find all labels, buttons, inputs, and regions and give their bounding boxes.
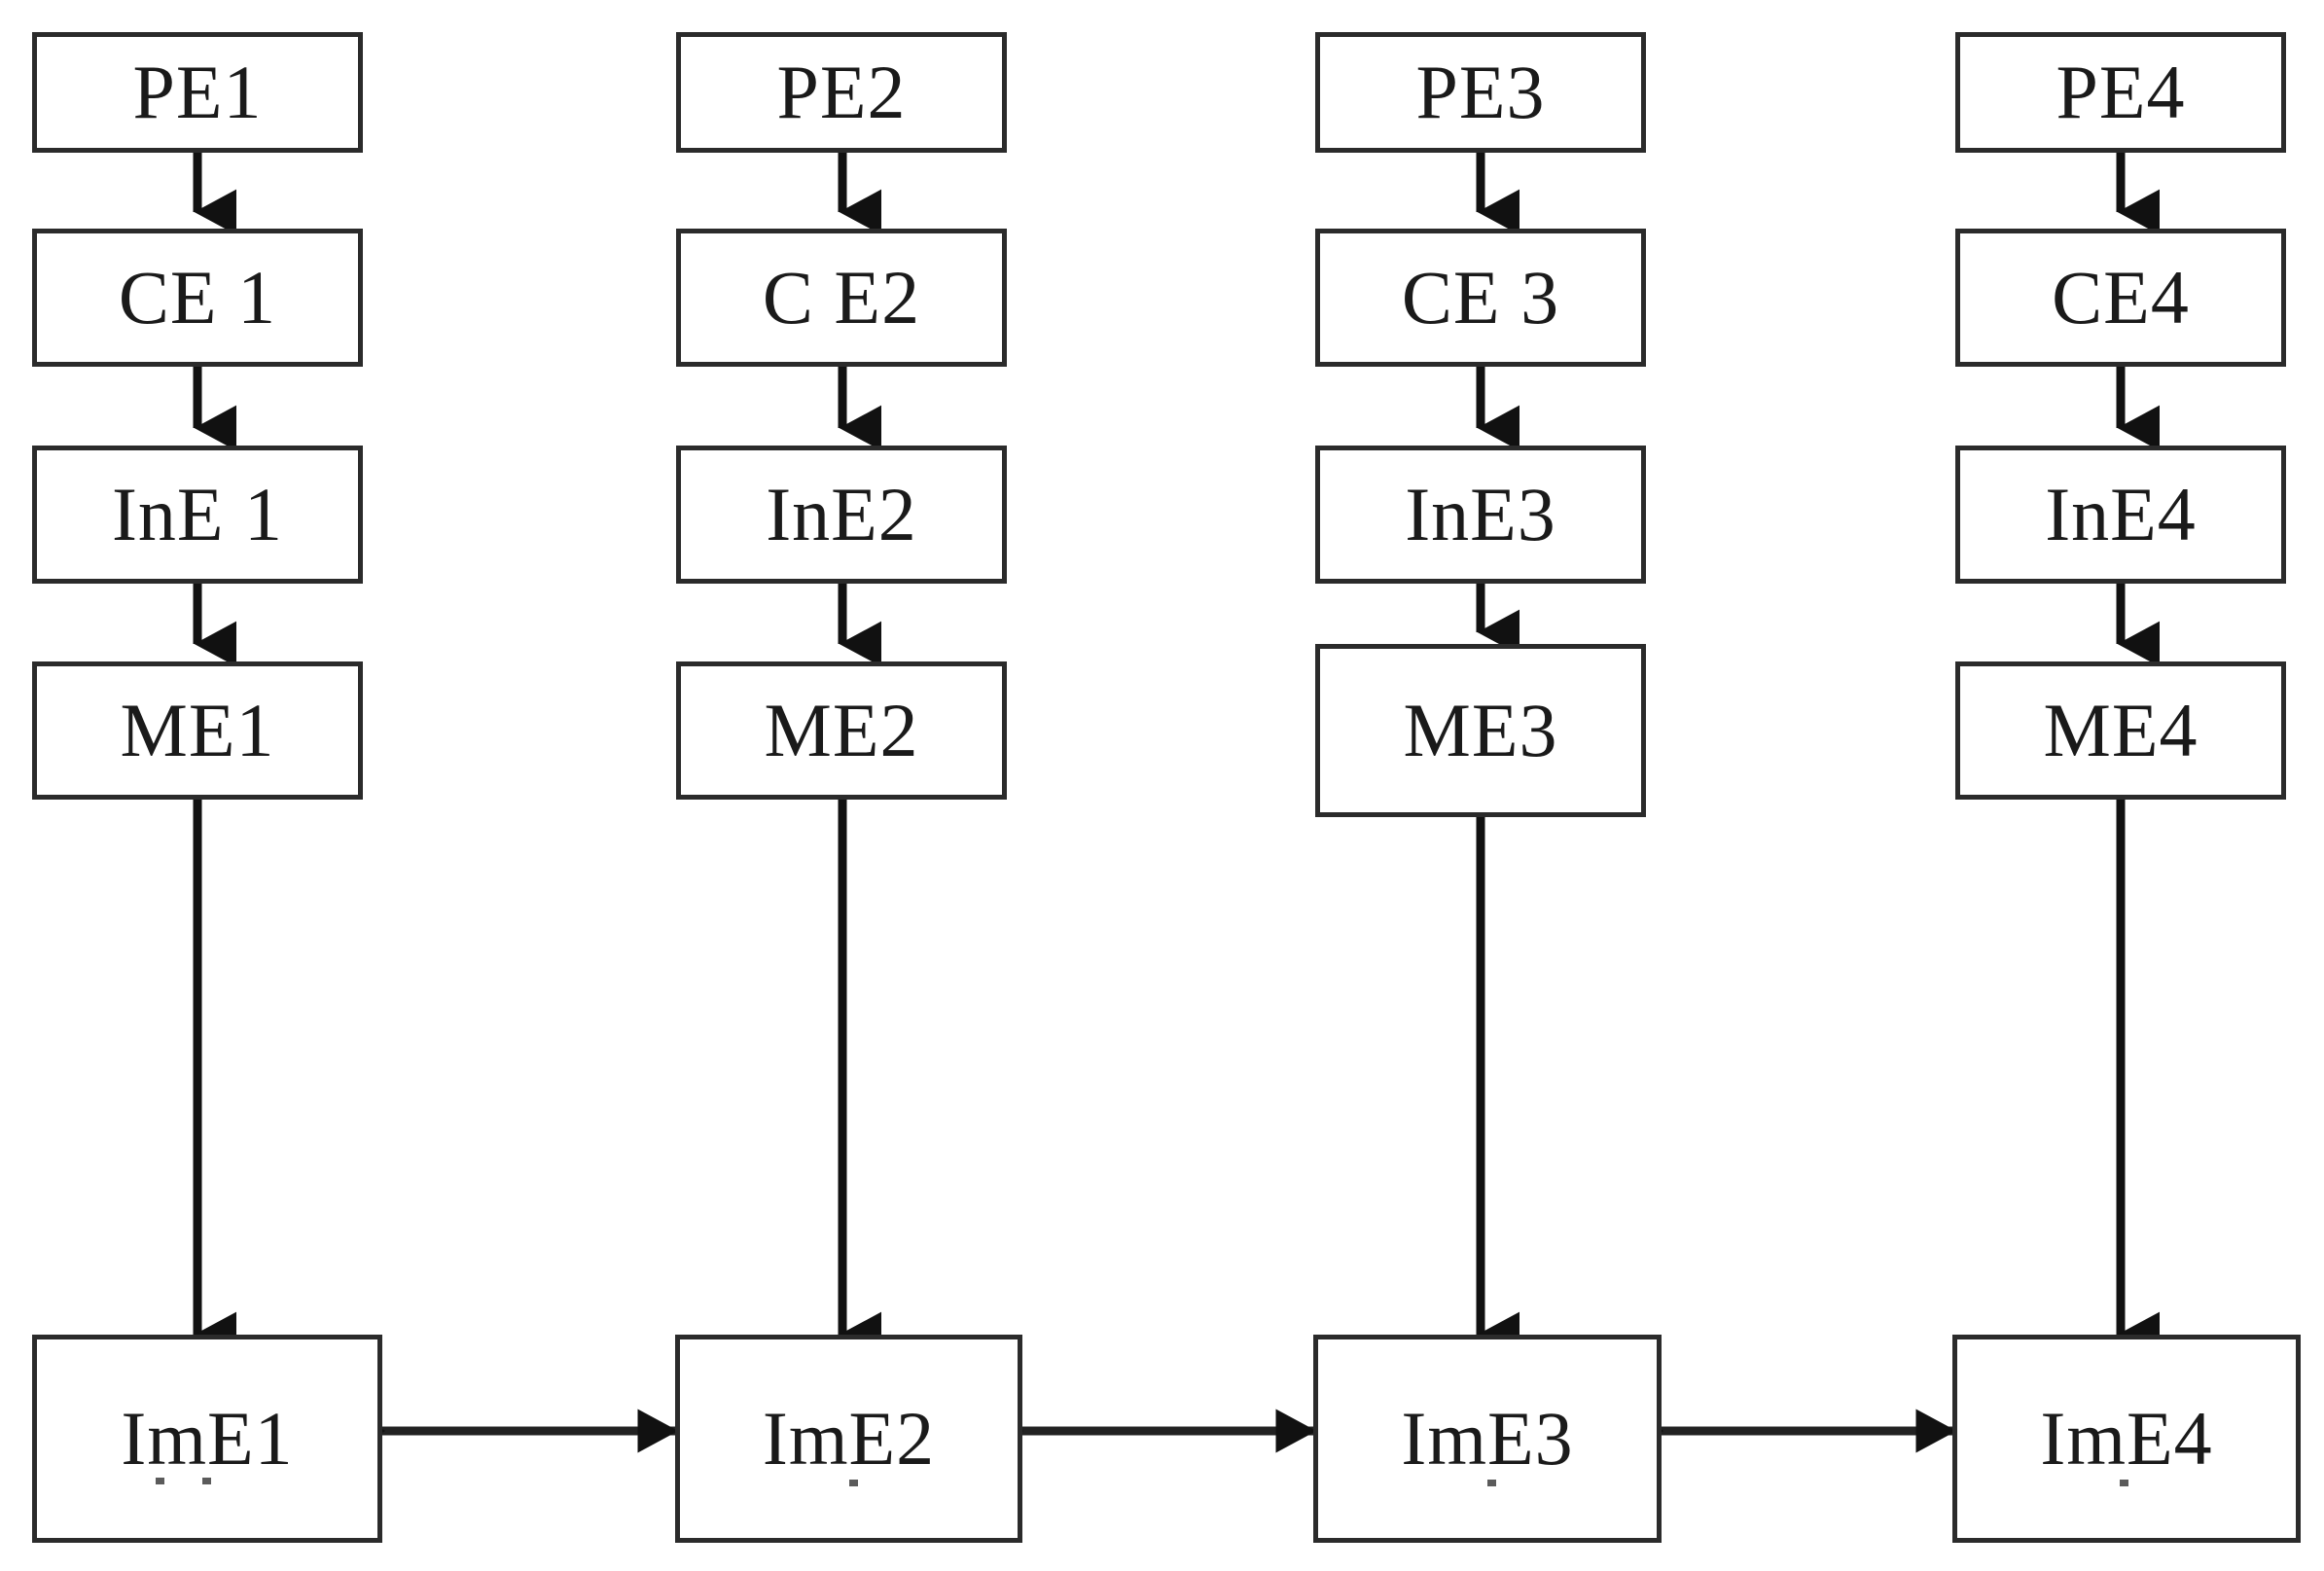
node-ine3[interactable]: InE3 xyxy=(1315,446,1646,584)
node-pe2[interactable]: PE2 xyxy=(676,32,1007,153)
node-ce2-label: C E2 xyxy=(762,255,921,339)
node-ime4-label: ImE4 xyxy=(2040,1396,2213,1481)
node-pe3-label: PE3 xyxy=(1415,50,1546,134)
node-ce1[interactable]: CE 1 xyxy=(32,229,363,367)
node-ime2-label: ImE2 xyxy=(762,1396,936,1481)
node-ce3-label: CE 3 xyxy=(1401,255,1560,339)
node-ine4-label: InE4 xyxy=(2045,472,2197,556)
scan-artifact-dot xyxy=(156,1478,164,1484)
node-pe1-label: PE1 xyxy=(132,50,263,134)
node-ine2-label: InE2 xyxy=(766,472,917,556)
node-ine1-label: InE 1 xyxy=(111,472,284,556)
node-ce4-label: CE4 xyxy=(2052,255,2190,339)
node-me3-label: ME3 xyxy=(1403,688,1558,772)
node-pe4-label: PE4 xyxy=(2056,50,2186,134)
node-ime4[interactable]: ImE4 xyxy=(1952,1335,2301,1543)
node-me4-label: ME4 xyxy=(2043,688,2199,772)
node-me2-label: ME2 xyxy=(764,688,919,772)
node-ime3[interactable]: ImE3 xyxy=(1313,1335,1662,1543)
node-ime3-label: ImE3 xyxy=(1401,1396,1574,1481)
node-ce1-label: CE 1 xyxy=(118,255,277,339)
node-ime1[interactable]: ImE1 xyxy=(32,1335,382,1543)
node-ce3[interactable]: CE 3 xyxy=(1315,229,1646,367)
node-ine3-label: InE3 xyxy=(1405,472,1556,556)
node-ce2[interactable]: C E2 xyxy=(676,229,1007,367)
node-me1[interactable]: ME1 xyxy=(32,661,363,800)
scan-artifact-dot xyxy=(849,1480,858,1486)
node-ine2[interactable]: InE2 xyxy=(676,446,1007,584)
node-pe2-label: PE2 xyxy=(776,50,907,134)
node-pe3[interactable]: PE3 xyxy=(1315,32,1646,153)
node-ce4[interactable]: CE4 xyxy=(1955,229,2286,367)
node-ime2[interactable]: ImE2 xyxy=(675,1335,1022,1543)
scan-artifact-dot xyxy=(2120,1480,2128,1486)
node-me3[interactable]: ME3 xyxy=(1315,644,1646,817)
node-pe1[interactable]: PE1 xyxy=(32,32,363,153)
node-ime1-label: ImE1 xyxy=(121,1396,294,1481)
node-me1-label: ME1 xyxy=(120,688,275,772)
scan-artifact-dot xyxy=(202,1478,211,1484)
scan-artifact-dot xyxy=(1487,1480,1496,1486)
node-me2[interactable]: ME2 xyxy=(676,661,1007,800)
node-me4[interactable]: ME4 xyxy=(1955,661,2286,800)
node-ine1[interactable]: InE 1 xyxy=(32,446,363,584)
node-pe4[interactable]: PE4 xyxy=(1955,32,2286,153)
node-ine4[interactable]: InE4 xyxy=(1955,446,2286,584)
